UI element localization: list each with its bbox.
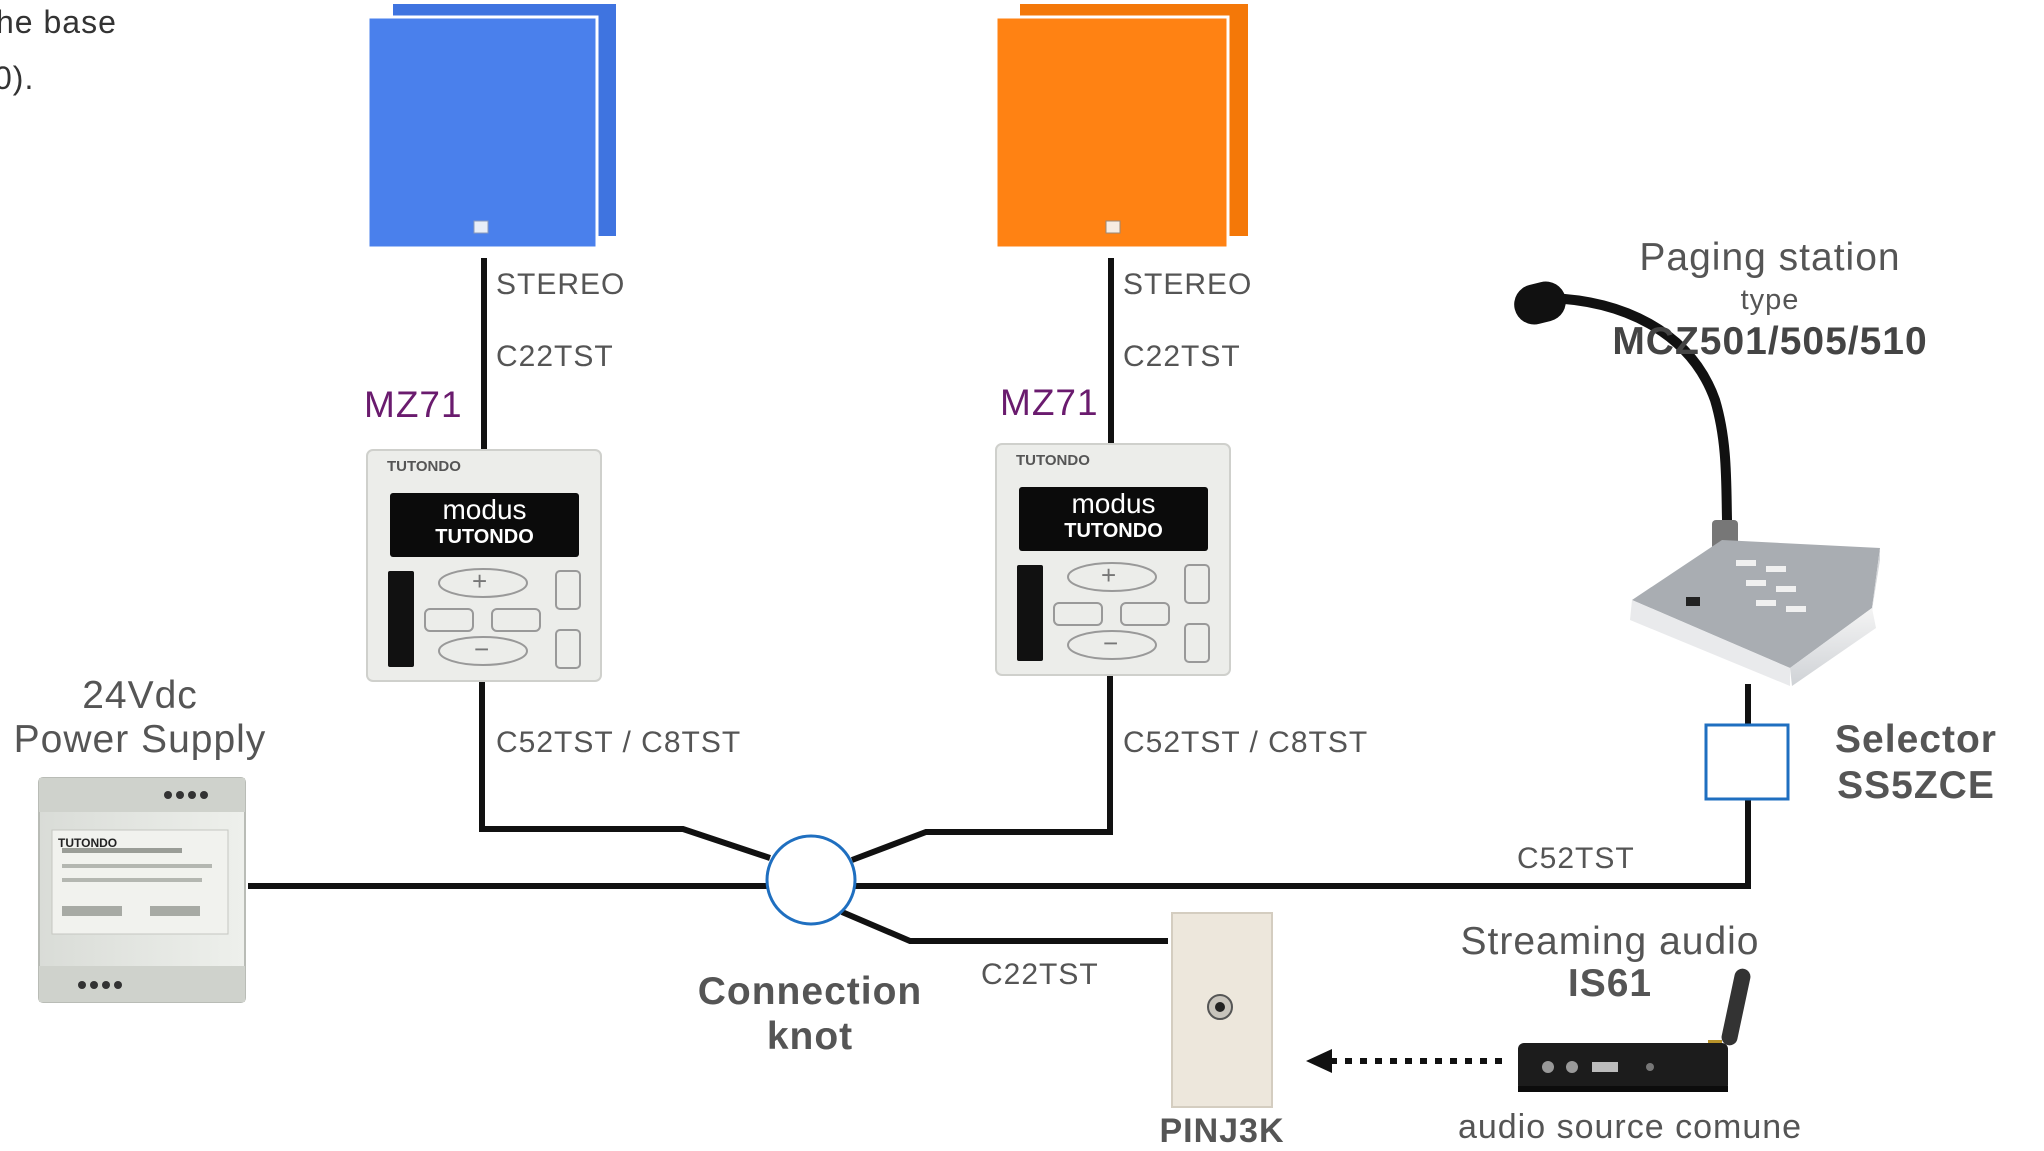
paging-station-label: Paging station [1639,236,1901,279]
streaming-label: Streaming audio [1460,920,1760,963]
selector-label-line2: SS5ZCE [1837,764,1995,807]
selector-box [1704,723,1790,801]
selector-label-line1: Selector [1835,718,1997,761]
speaker2-model: MZ71 [1000,382,1099,423]
selector-cable: C52TST [1517,842,1635,875]
speaker1-cable-bottom: C52TST / C8TST [496,726,742,759]
mz71-2-brand: TUTONDO [1016,452,1090,469]
wire-mz71-2-to-knot [850,676,1113,863]
wire-mz71-1-to-knot [479,680,771,861]
pinj3k-wall-plate [1171,912,1273,1108]
paging-station-model: MCZ501/505/510 [1612,320,1928,363]
wire-knot-to-selector [852,799,1751,889]
streaming-caption: audio source comune [1457,1108,1803,1146]
streaming-arrow [1306,1049,1508,1073]
power-supply-label-line1: 24Vdc [82,674,198,717]
is61-streaming-box [1518,968,1751,1092]
mz71-1-minus-icon: − [474,634,491,664]
mz71-2-minus-icon: − [1103,628,1120,658]
knot-label-line2: knot [766,1015,854,1058]
mz71-controller-2 [995,443,1231,676]
mz71-controller-1 [366,449,602,682]
paging-station-device [1514,281,1880,686]
speaker1-model: MZ71 [364,384,463,425]
pinj-cable: C22TST [981,958,1099,991]
speaker-orange [994,4,1248,250]
mz71-1-display-line2: TUTONDO [435,526,534,548]
pinj-model: PINJ3K [1159,1112,1285,1150]
mz71-2-display-line1: modus [1071,488,1156,519]
wire-knot-to-pinj [840,909,1168,944]
mz71-1-brand: TUTONDO [387,458,461,475]
paging-station-type: type [1740,284,1800,316]
mz71-1-plus-icon: + [472,566,489,596]
header-fragment-line2: 0). [0,60,35,96]
speaker1-cable-mid: C22TST [496,340,614,373]
knot-label-line1: Connection [697,970,923,1013]
mz71-2-plus-icon: + [1101,560,1118,590]
power-supply-label-line2: Power Supply [13,718,267,761]
speaker2-cable-top: STEREO [1123,268,1253,301]
streaming-model: IS61 [1567,962,1653,1005]
wires [248,258,1751,944]
power-supply-brand: TUTONDO [58,836,118,850]
connection-knot [765,834,857,926]
mz71-2-display-line2: TUTONDO [1064,520,1163,542]
speaker1-cable-top: STEREO [496,268,626,301]
power-supply-unit [38,777,246,1003]
speaker-blue [366,4,616,250]
mz71-1-display-line1: modus [442,494,527,525]
speaker2-cable-bottom: C52TST / C8TST [1123,726,1369,759]
header-fragment-line1: he base [0,4,117,40]
speaker2-cable-mid: C22TST [1123,340,1241,373]
